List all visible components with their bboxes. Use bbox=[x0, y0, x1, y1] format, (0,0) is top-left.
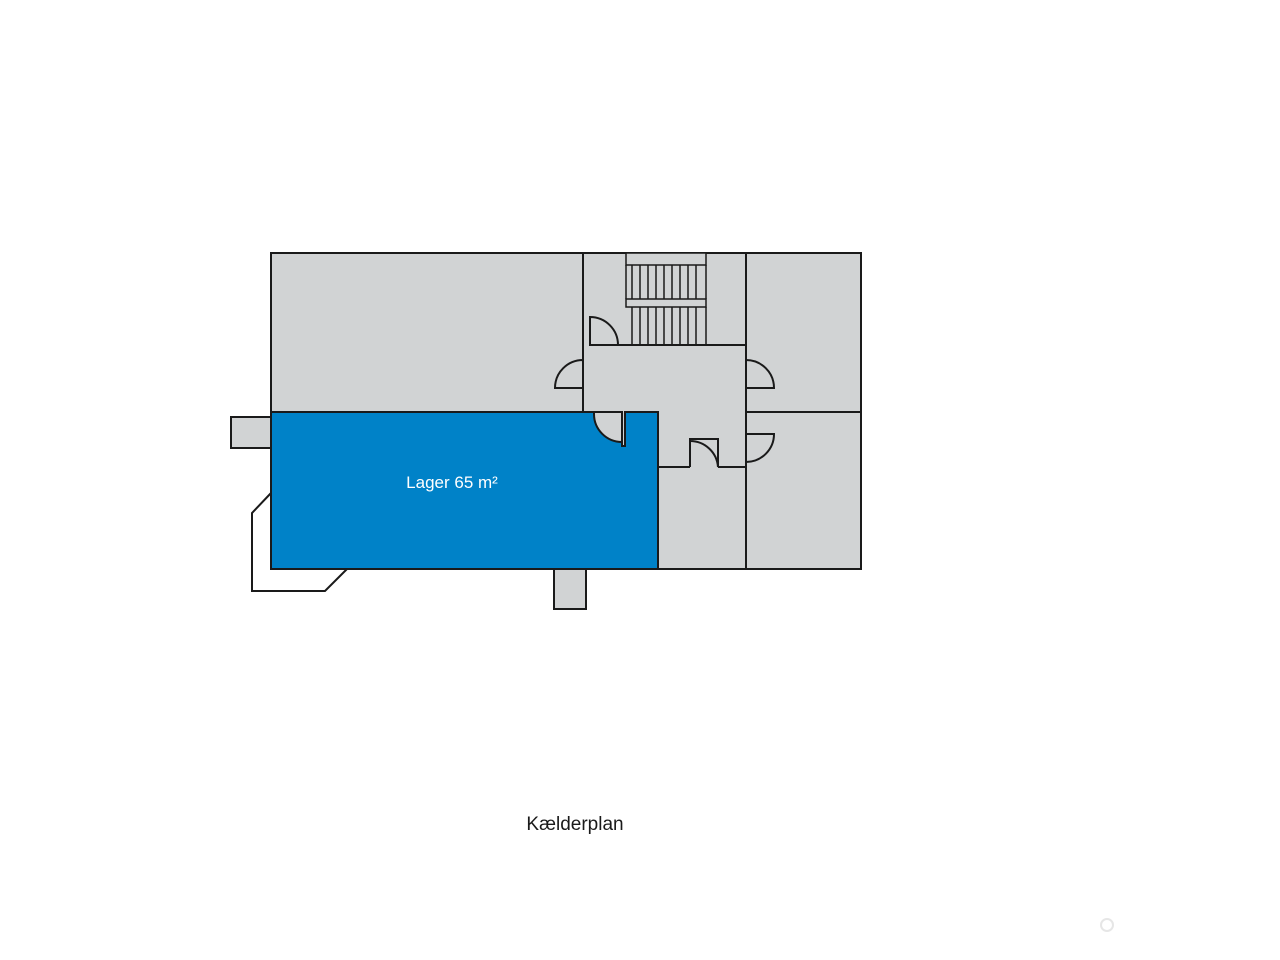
door-stair-hall bbox=[589, 315, 620, 346]
door-south-room bbox=[689, 438, 719, 468]
west-chimney bbox=[230, 416, 272, 449]
room-label-lager: Lager 65 m² bbox=[406, 473, 498, 492]
watermark-logo bbox=[1100, 918, 1114, 932]
room-lager bbox=[270, 411, 659, 570]
plan-title: Kælderplan bbox=[526, 814, 624, 835]
door-west-hall bbox=[553, 358, 584, 389]
south-chimney bbox=[553, 568, 587, 610]
door-lager bbox=[593, 411, 623, 444]
logo-icon bbox=[1100, 918, 1114, 932]
door-east-upper bbox=[745, 358, 776, 389]
staircase bbox=[625, 252, 707, 345]
door-east-lower bbox=[745, 433, 776, 464]
